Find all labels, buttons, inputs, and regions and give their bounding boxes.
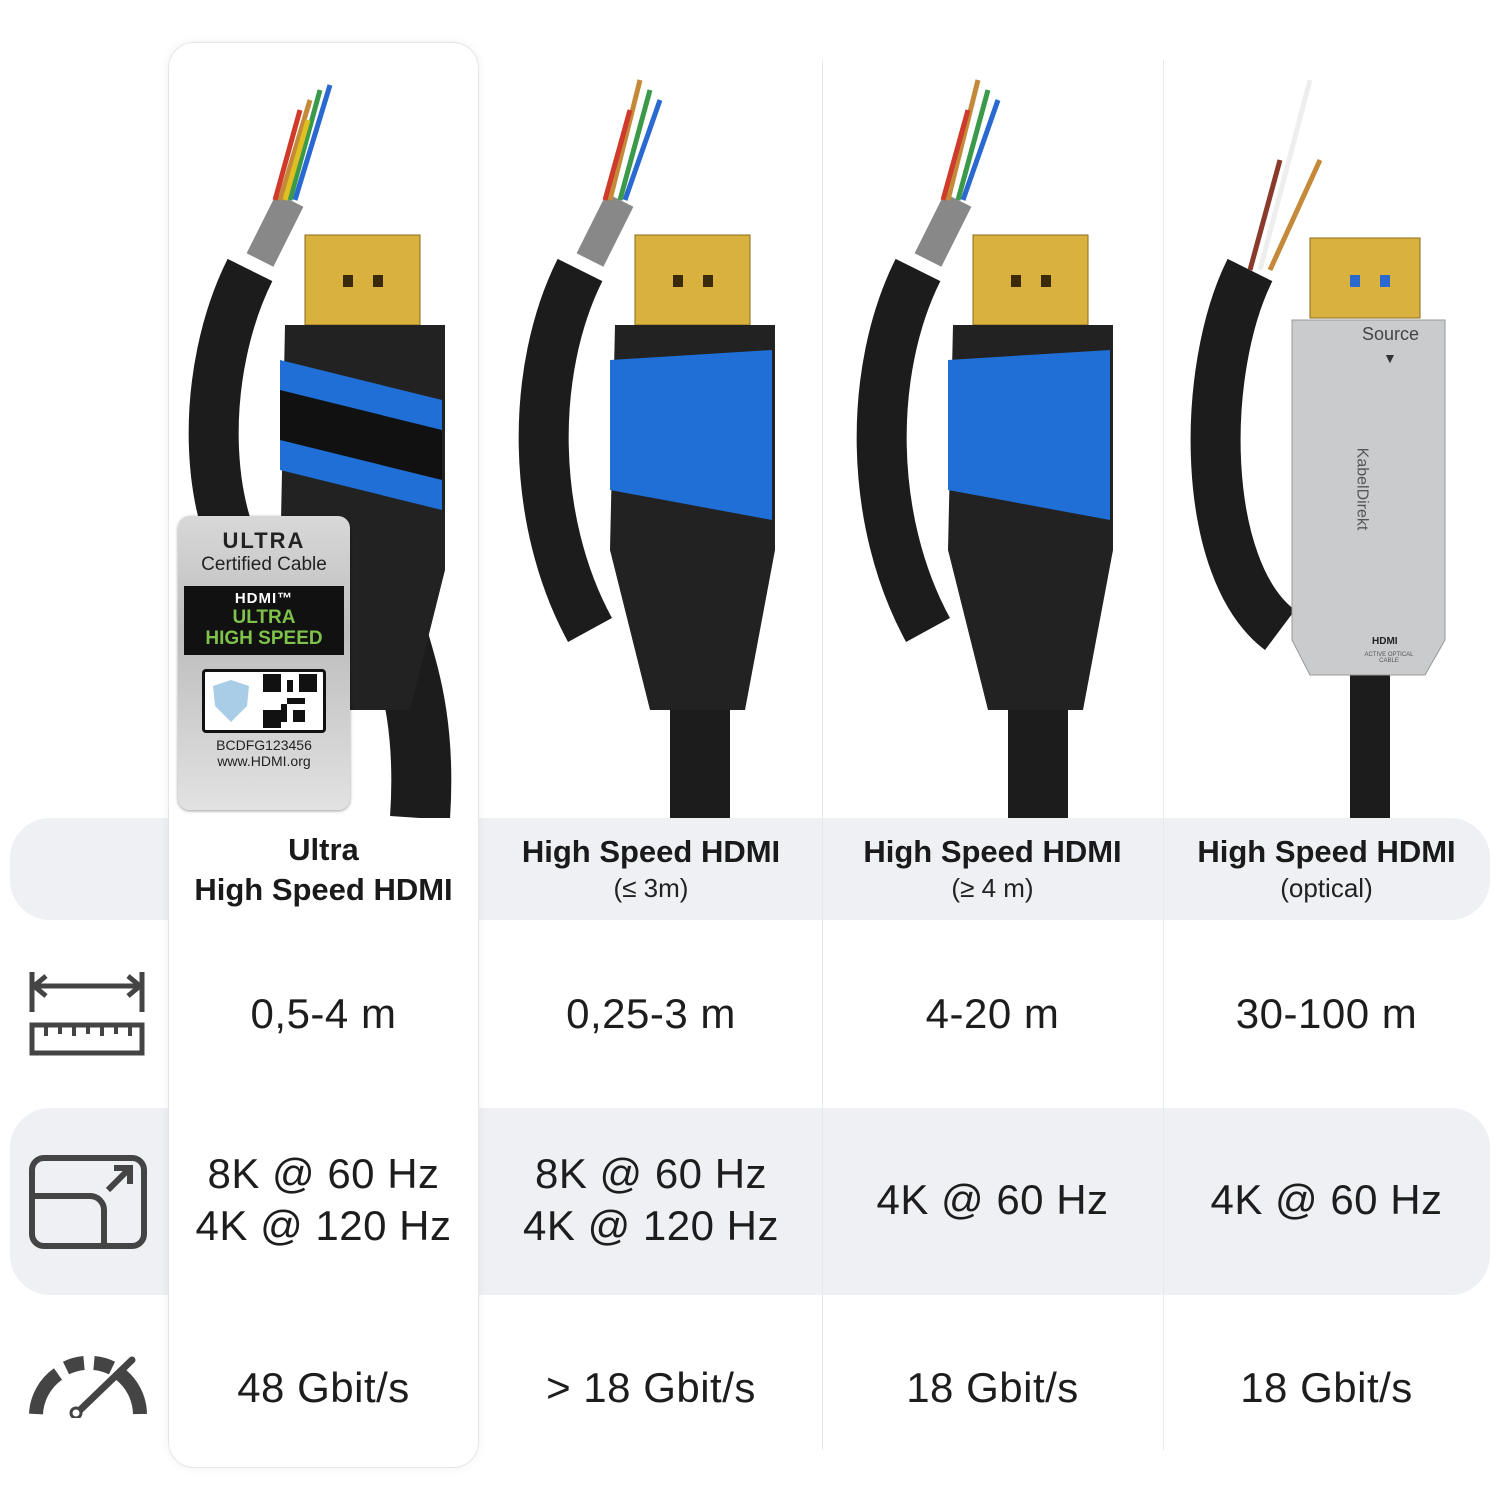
cable-optical	[1190, 79, 1446, 818]
speed-ultra: 48 Gbit/s	[237, 1364, 410, 1411]
hdmi-logo: HDMI™	[234, 590, 294, 607]
divider	[822, 60, 823, 1450]
resolution-short: 8K @ 60 Hz 4K @ 120 Hz	[480, 1148, 822, 1252]
resolution-line2: 4K @ 120 Hz	[195, 1202, 452, 1249]
resolution-scale-icon	[29, 1155, 147, 1249]
speed-long: 18 Gbit/s	[906, 1364, 1079, 1411]
column-header-long: High Speed HDMI (≥ 4 m)	[822, 832, 1163, 904]
column-header-optical: High Speed HDMI (optical)	[1163, 832, 1490, 904]
resolution-optical: 4K @ 60 Hz	[1210, 1176, 1443, 1223]
column-title: High Speed HDMI	[521, 834, 781, 869]
resolution-long: 4K @ 60 Hz	[876, 1176, 1109, 1223]
column-subtitle: (optical)	[1280, 873, 1373, 903]
badge-serial: BCDFG123456	[216, 737, 312, 753]
product-images	[188, 79, 1446, 818]
resolution-line1: 8K @ 60 Hz	[207, 1150, 440, 1197]
speedometer-icon	[29, 1356, 147, 1418]
qr-icon	[263, 674, 317, 728]
shield-icon	[213, 680, 249, 722]
length-ultra: 0,5-4 m	[250, 990, 397, 1037]
ruler-length-icon	[29, 972, 145, 1056]
badge-speed2: HIGH SPEED	[205, 628, 323, 649]
cable-ultra	[188, 84, 452, 818]
length-long: 4-20 m	[925, 990, 1060, 1037]
optical-source-label: Source	[1362, 324, 1420, 344]
column-header-ultra: Ultra High Speed HDMI	[168, 830, 479, 910]
resolution-line2: 4K @ 120 Hz	[523, 1202, 779, 1249]
length-optical: 30-100 m	[1235, 990, 1418, 1037]
resolution-ultra: 8K @ 60 Hz 4K @ 120 Hz	[168, 1148, 479, 1252]
column-title-line1: Ultra	[288, 832, 359, 867]
length-short: 0,25-3 m	[566, 990, 736, 1037]
column-title: High Speed HDMI	[863, 834, 1122, 869]
arrow-down-icon: ▼	[1383, 350, 1397, 366]
column-title-line2: High Speed HDMI	[194, 872, 453, 907]
cable-high-speed-short	[518, 79, 775, 818]
qr-code	[202, 669, 326, 733]
resolution-line1: 8K @ 60 Hz	[534, 1150, 768, 1197]
column-header-short: High Speed HDMI (≤ 3m)	[480, 832, 822, 904]
badge-line2: Certified Cable	[201, 554, 327, 575]
cable-high-speed-long	[856, 79, 1113, 818]
column-title: High Speed HDMI	[1197, 834, 1456, 869]
speed-short: > 18 Gbit/s	[546, 1364, 756, 1411]
column-subtitle: (≤ 3m)	[613, 873, 689, 903]
optical-hdmi-logo: HDMI	[1372, 636, 1398, 647]
column-subtitle: (≥ 4 m)	[951, 873, 1034, 903]
hdmi-ultra-certified-badge: ULTRA Certified Cable HDMI™ ULTRA HIGH S…	[178, 516, 350, 810]
optical-brand: KabelDirekt	[1353, 447, 1371, 531]
optical-type: ACTIVE OPTICAL CABLE	[1364, 652, 1414, 664]
divider	[1163, 60, 1164, 1450]
badge-speed1: ULTRA	[232, 607, 296, 628]
speed-optical: 18 Gbit/s	[1240, 1364, 1413, 1411]
badge-url: www.HDMI.org	[217, 753, 311, 769]
badge-line1: ULTRA	[222, 528, 306, 553]
